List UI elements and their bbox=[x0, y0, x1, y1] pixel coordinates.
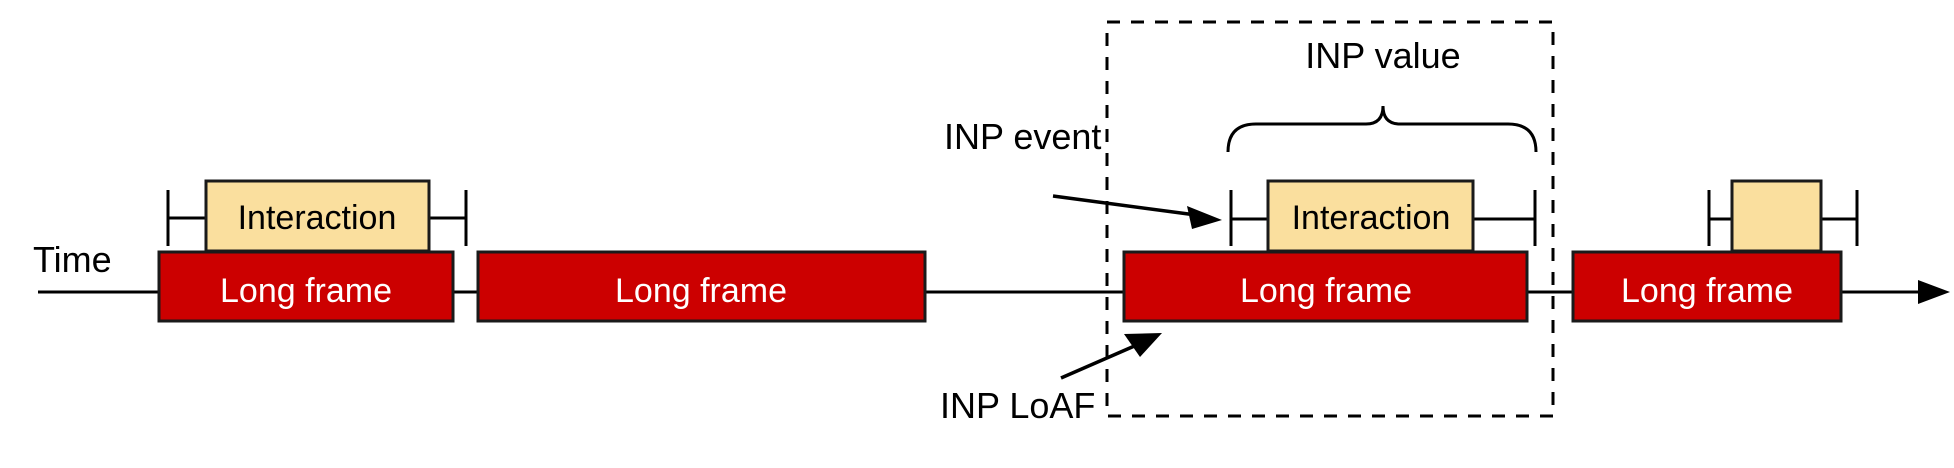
interaction-3-whiskers bbox=[1707, 190, 1859, 246]
frame-group-4: Long frame bbox=[1571, 179, 1859, 323]
inp-loaf-pointer bbox=[1060, 333, 1162, 380]
interaction-label-2: Interaction bbox=[1292, 199, 1451, 237]
long-frame-box-1[interactable] bbox=[157, 250, 455, 323]
inp-loaf-label: INP LoAF bbox=[940, 385, 1095, 426]
interaction-box-3[interactable] bbox=[1730, 179, 1823, 253]
inp-loaf-arrowhead bbox=[1124, 333, 1162, 357]
long-frame-box-2[interactable] bbox=[476, 250, 927, 323]
long-frame-box-4[interactable] bbox=[1571, 250, 1843, 323]
inp-value-brace bbox=[1226, 105, 1538, 153]
long-frame-box-3[interactable] bbox=[1122, 250, 1529, 323]
inp-value-label: INP value bbox=[1305, 35, 1460, 76]
long-frame-label-3: Long frame bbox=[1240, 272, 1412, 310]
inp-loaf-pointer-line bbox=[1060, 342, 1140, 380]
inp-event-pointer bbox=[1052, 194, 1222, 229]
time-axis-arrowhead bbox=[1918, 280, 1950, 304]
long-frame-label-4: Long frame bbox=[1621, 272, 1793, 310]
frame-group-2: Long frame bbox=[476, 250, 927, 323]
interaction-box-1[interactable] bbox=[204, 179, 431, 253]
frame-group-1: Interaction Long frame bbox=[157, 179, 468, 323]
frame-group-3: Interaction Long frame bbox=[1122, 179, 1537, 323]
long-frame-label-2: Long frame bbox=[615, 272, 787, 310]
interaction-2-whiskers bbox=[1229, 190, 1537, 246]
time-axis-label: Time bbox=[33, 239, 112, 280]
inp-event-pointer-line bbox=[1052, 194, 1197, 217]
inp-event-arrowhead bbox=[1187, 206, 1222, 229]
inp-highlight-box bbox=[1105, 20, 1555, 418]
long-frame-label-1: Long frame bbox=[220, 272, 392, 310]
inp-event-label: INP event bbox=[944, 116, 1101, 157]
interaction-box-2[interactable] bbox=[1266, 179, 1475, 253]
interaction-1-whiskers bbox=[166, 190, 468, 246]
interaction-label-1: Interaction bbox=[238, 199, 397, 237]
time-axis bbox=[38, 280, 1950, 304]
